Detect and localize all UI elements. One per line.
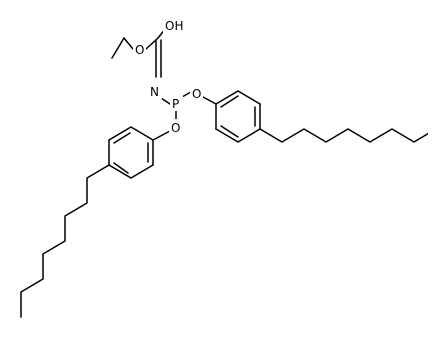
bond-p-o-right — [181, 91, 192, 98]
bond-o-left-aryl — [152, 130, 171, 141]
imine-nitrogen-label: N — [150, 85, 159, 99]
bond-ethyl-ch2-o — [123, 37, 134, 50]
atom-labels: O OH N P O O — [133, 17, 203, 135]
right-nonyl-chain — [259, 128, 434, 143]
bond-ethyl-ch3-ch2 — [111, 37, 125, 59]
bond-o-right-aryl — [202, 96, 217, 105]
left-phenyl-ring — [108, 126, 154, 179]
left-nonyl-chain — [20, 164, 110, 318]
aryl-oxygen-left-label: O — [171, 121, 180, 135]
phosphorus-label: P — [172, 97, 179, 111]
aryl-oxygen-right-label: O — [192, 87, 201, 101]
hydroxyl-label: OH — [165, 19, 183, 33]
ether-oxygen-label: O — [135, 43, 144, 57]
right-phenyl-ring — [215, 90, 261, 143]
